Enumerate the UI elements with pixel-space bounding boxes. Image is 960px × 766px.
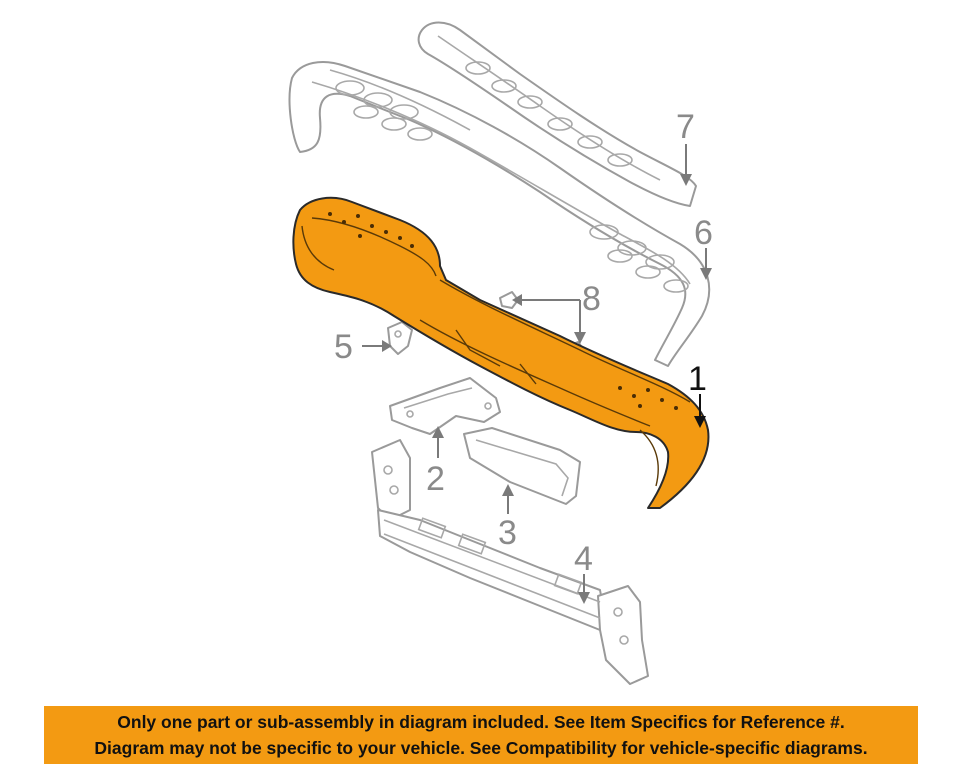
part-3-bracket [463, 427, 581, 505]
part-7-step-insert [417, 21, 697, 207]
callout-3: 3 [498, 514, 517, 552]
part-4-frame-crossmember [371, 439, 649, 685]
part-5-clip [387, 321, 413, 355]
leader-lines [362, 144, 712, 604]
part-1-bumper-highlighted [292, 196, 710, 509]
parts-diagram: 7 6 8 5 1 2 3 4 [288, 21, 713, 685]
callout-7: 7 [676, 108, 695, 146]
callout-4: 4 [574, 540, 593, 578]
part-2-bracket [389, 377, 501, 435]
callout-8: 8 [582, 280, 601, 318]
callout-6: 6 [694, 214, 713, 252]
callout-1: 1 [688, 360, 707, 398]
part-6-step-pad [288, 61, 711, 367]
callout-5: 5 [334, 328, 353, 366]
disclaimer-banner: Only one part or sub-assembly in diagram… [44, 706, 918, 764]
disclaimer-line-2: Diagram may not be specific to your vehi… [94, 738, 868, 758]
disclaimer-line-1: Only one part or sub-assembly in diagram… [117, 712, 845, 732]
callout-2: 2 [426, 460, 445, 498]
